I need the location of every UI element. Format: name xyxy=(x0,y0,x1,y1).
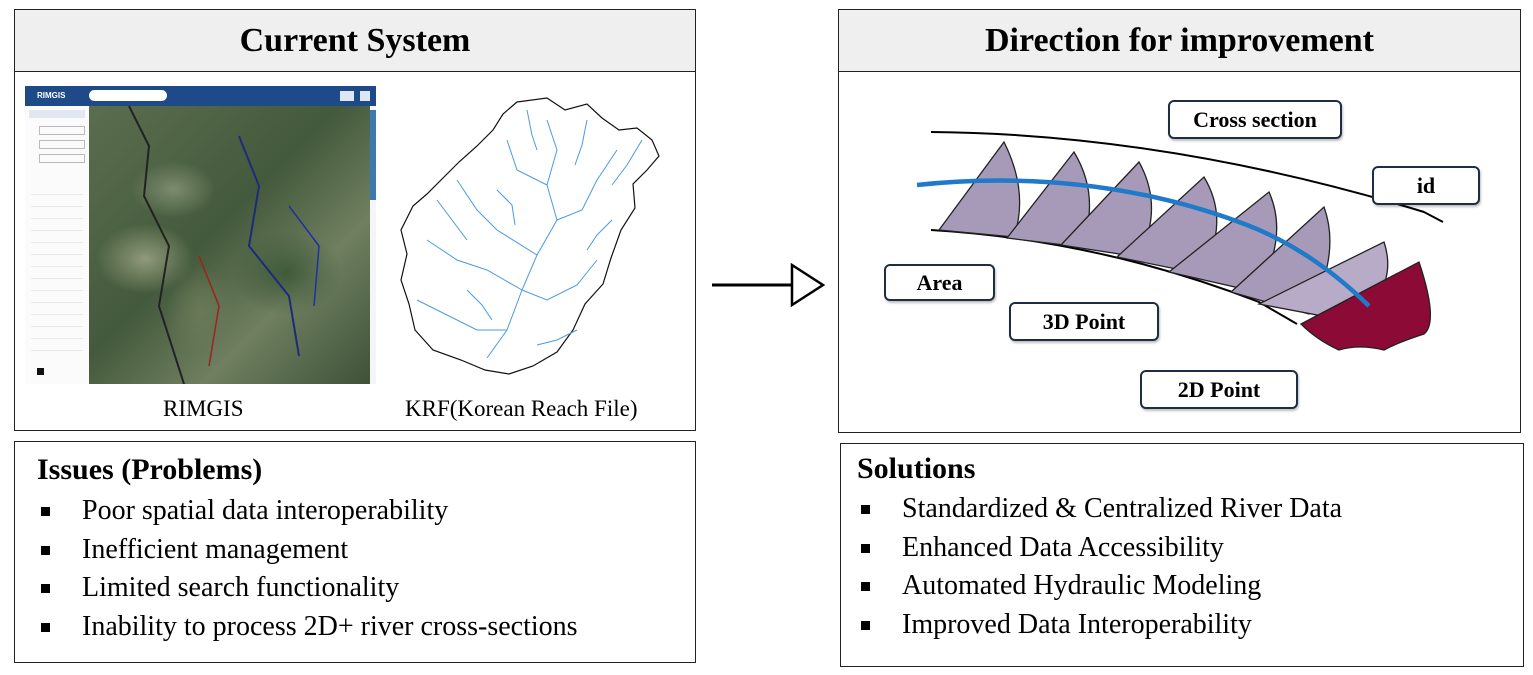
solutions-list: Standardized & Centralized River Data En… xyxy=(857,490,1342,644)
solution-text: Enhanced Data Accessibility xyxy=(902,531,1224,563)
bullet-icon xyxy=(41,622,50,632)
rimgis-map-toolbar[interactable] xyxy=(370,110,376,200)
krf-river-line xyxy=(426,239,523,291)
rimgis-caption: RIMGIS xyxy=(163,396,244,421)
label-3d-point: 3D Point xyxy=(1009,302,1159,341)
krf-river-line xyxy=(526,109,538,151)
rimgis-filter-select[interactable] xyxy=(39,126,85,135)
solutions-title: Solutions xyxy=(857,452,976,485)
solution-text: Automated Hydraulic Modeling xyxy=(902,570,1262,601)
solution-text: Standardized & Centralized River Data xyxy=(902,493,1343,524)
krf-river-line xyxy=(416,299,507,331)
current-system-panel: Current System RIMGIS RIMGIS xyxy=(14,9,696,431)
rimgis-result-list xyxy=(31,186,83,356)
highlighted-cross-section xyxy=(1299,261,1432,351)
rimgis-river-overlay xyxy=(128,105,320,384)
rimgis-pagination[interactable] xyxy=(37,368,44,375)
rimgis-header-menu-button[interactable] xyxy=(360,91,370,101)
bullet-icon xyxy=(861,582,870,591)
krf-river-line xyxy=(556,149,618,221)
label-2d-point: 2D Point xyxy=(1140,370,1298,409)
list-item: Poor spatial data interoperability xyxy=(37,492,578,531)
list-item: Improved Data Interoperability xyxy=(857,606,1342,645)
rimgis-map[interactable] xyxy=(89,105,370,384)
issue-text: Limited search functionality xyxy=(82,572,400,603)
rimgis-river-line xyxy=(238,135,300,357)
solution-text: Improved Data Interoperability xyxy=(902,608,1252,640)
krf-river-line xyxy=(486,119,558,359)
krf-river-line xyxy=(496,189,516,226)
krf-river-line xyxy=(574,119,588,166)
rimgis-filter-input[interactable] xyxy=(39,154,85,163)
current-system-title: Current System xyxy=(15,10,695,72)
krf-river-line xyxy=(436,199,468,241)
arrow-icon xyxy=(712,262,826,308)
bullet-icon xyxy=(861,505,870,514)
cross-section-diagram xyxy=(916,131,1444,351)
arrow-head xyxy=(790,262,826,308)
krf-river-line xyxy=(521,259,598,301)
cross-sections xyxy=(937,140,1389,323)
krf-river-line xyxy=(611,139,643,186)
list-item: Standardized & Centralized River Data xyxy=(857,490,1342,529)
issue-text: Inability to process 2D+ river cross-sec… xyxy=(82,610,578,642)
issues-title: Issues (Problems) xyxy=(37,453,263,486)
list-item: Enhanced Data Accessibility xyxy=(857,529,1342,568)
label-area: Area xyxy=(884,264,995,301)
improvement-title: Direction for improvement xyxy=(839,10,1520,72)
rimgis-header-bar: RIMGIS xyxy=(25,86,376,106)
rimgis-river-line xyxy=(288,205,320,307)
rimgis-screenshot: RIMGIS xyxy=(25,86,376,384)
bullet-icon xyxy=(41,545,50,555)
list-item: Limited search functionality xyxy=(37,569,578,608)
rimgis-river-line xyxy=(128,105,185,384)
krf-river-line xyxy=(456,179,538,256)
issues-list: Poor spatial data interoperability Ineff… xyxy=(37,492,578,646)
list-item: Inability to process 2D+ river cross-sec… xyxy=(37,608,578,647)
rimgis-sidebar xyxy=(25,106,90,384)
list-item: Inefficient management xyxy=(37,531,578,570)
cross-section-shape xyxy=(937,140,1021,238)
krf-river-line xyxy=(586,219,613,251)
bullet-icon xyxy=(861,543,870,553)
rimgis-search-input[interactable] xyxy=(89,90,167,101)
rimgis-logo: RIMGIS xyxy=(37,91,66,100)
issue-text: Inefficient management xyxy=(82,533,349,565)
rimgis-sidebar-tabs[interactable] xyxy=(29,110,85,118)
bullet-icon xyxy=(41,507,50,516)
solutions-panel: Solutions Standardized & Centralized Riv… xyxy=(840,443,1524,667)
bullet-icon xyxy=(41,584,50,593)
krf-caption: KRF(Korean Reach File) xyxy=(405,396,638,421)
watershed-boundary xyxy=(400,97,660,375)
label-cross-section: Cross section xyxy=(1168,100,1342,139)
rimgis-header-button[interactable] xyxy=(340,91,354,101)
krf-river-line xyxy=(466,289,493,321)
krf-river-line xyxy=(536,329,578,346)
issues-panel: Issues (Problems) Poor spatial data inte… xyxy=(14,441,696,663)
list-item: Automated Hydraulic Modeling xyxy=(857,567,1342,606)
bullet-icon xyxy=(861,620,870,630)
improvement-panel: Direction for improvement Cross section … xyxy=(838,9,1521,433)
krf-river-network xyxy=(416,109,643,359)
label-id: id xyxy=(1372,166,1480,205)
rimgis-river-line xyxy=(198,255,220,367)
krf-river-line xyxy=(506,139,548,186)
river-centerline xyxy=(916,178,1371,308)
krf-watershed-map xyxy=(400,97,660,375)
rimgis-filter-select[interactable] xyxy=(39,140,85,149)
issue-text: Poor spatial data interoperability xyxy=(82,495,449,526)
